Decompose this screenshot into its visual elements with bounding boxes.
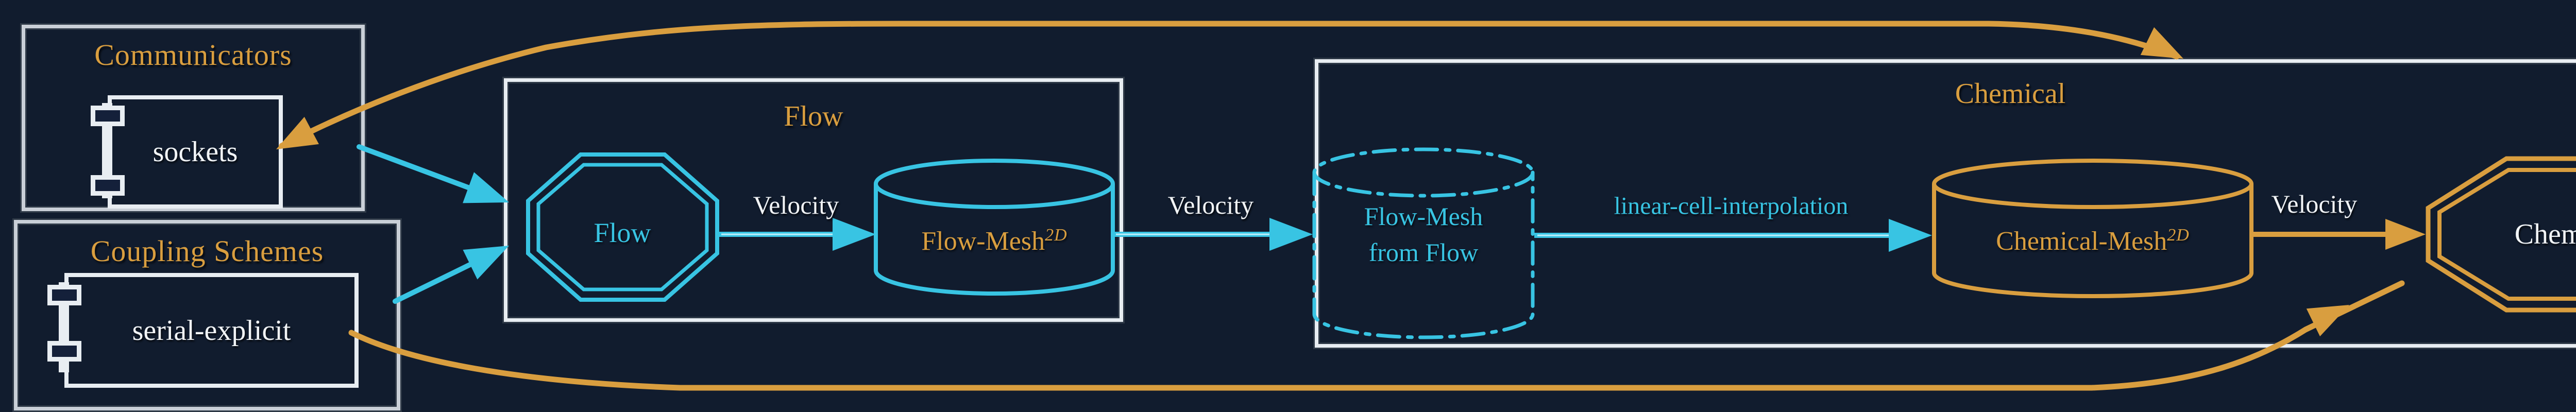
edge-label-velocity-2: Velocity — [1167, 191, 1254, 219]
chemical-mesh-dimension-sup: 2D — [2167, 225, 2190, 245]
chemical-solver-octagon-outer — [2426, 156, 2576, 313]
communicator-sockets-label: sockets — [152, 136, 238, 168]
flow-solver-octagon-inner — [536, 163, 709, 291]
arrowhead-into-flowmesh — [833, 218, 876, 251]
component-icon-tab — [47, 341, 81, 362]
chemical-solver-octagon-inner — [2437, 168, 2576, 301]
component-icon — [102, 103, 112, 198]
chemical-mesh-label: Chemical-Mesh2D — [1996, 225, 2190, 256]
received-flow-mesh-label-line1: Flow-Mesh — [1364, 202, 1483, 231]
edge-sockets-to-flow — [357, 144, 482, 194]
arrowhead-into-receivedmesh — [1269, 218, 1313, 251]
arrowhead-into-chemicalmesh — [1889, 219, 1932, 252]
coupling-serial-explicit-chemical-curve — [348, 280, 2405, 391]
arrowhead-into-flow-box-upper — [463, 172, 509, 203]
chemical-mesh-cylinder-body — [1932, 184, 2253, 298]
edge-label-velocity-1: Velocity — [753, 191, 839, 219]
received-flow-mesh-label: Flow-Mesh from Flow — [1364, 198, 1483, 270]
participant-chemical-box: Chemical — [1315, 59, 2576, 348]
communicators-title: Communicators — [94, 38, 292, 72]
received-flow-mesh-cylinder-body — [1312, 170, 1535, 339]
arrowhead-into-chemical-top — [2140, 27, 2183, 59]
received-flow-mesh-label-line2: from Flow — [1368, 238, 1479, 267]
edge-serial-explicit-to-flow — [393, 262, 472, 304]
coupling-scheme-serial-explicit-label: serial-explicit — [132, 314, 291, 347]
arrowhead-into-chemical-octagon — [2306, 305, 2349, 337]
edge-label-mapping: linear-cell-interpolation — [1614, 192, 1849, 220]
arrowhead-into-chemical-solver — [2385, 219, 2426, 250]
component-icon-tab — [91, 106, 125, 126]
m2n-sockets-chemical-curve — [279, 21, 2180, 149]
component-icon-tab — [91, 175, 125, 196]
flow-mesh-label: Flow-Mesh2D — [921, 225, 1067, 256]
arrowhead-into-sockets — [276, 116, 319, 149]
participant-chemical-title: Chemical — [1955, 78, 2066, 110]
coupling-schemes-title: Coupling Schemes — [90, 234, 324, 268]
communicators-group-box: Communicators — [22, 25, 365, 211]
component-icon-tab — [47, 285, 81, 305]
flow-solver-octagon-outer — [526, 152, 719, 302]
chemical-solver-label: Chemical — [2514, 218, 2576, 250]
coupling-schemes-group-box: Coupling Schemes — [14, 220, 400, 410]
flow-mesh-cylinder-body — [874, 184, 1115, 296]
participant-flow-title: Flow — [784, 100, 843, 132]
arrowhead-into-flow-box-lower — [463, 246, 509, 280]
flow-solver-label: Flow — [594, 217, 651, 248]
flow-mesh-dimension-sup: 2D — [1045, 225, 1067, 245]
edge-label-velocity-3: Velocity — [2271, 190, 2358, 218]
